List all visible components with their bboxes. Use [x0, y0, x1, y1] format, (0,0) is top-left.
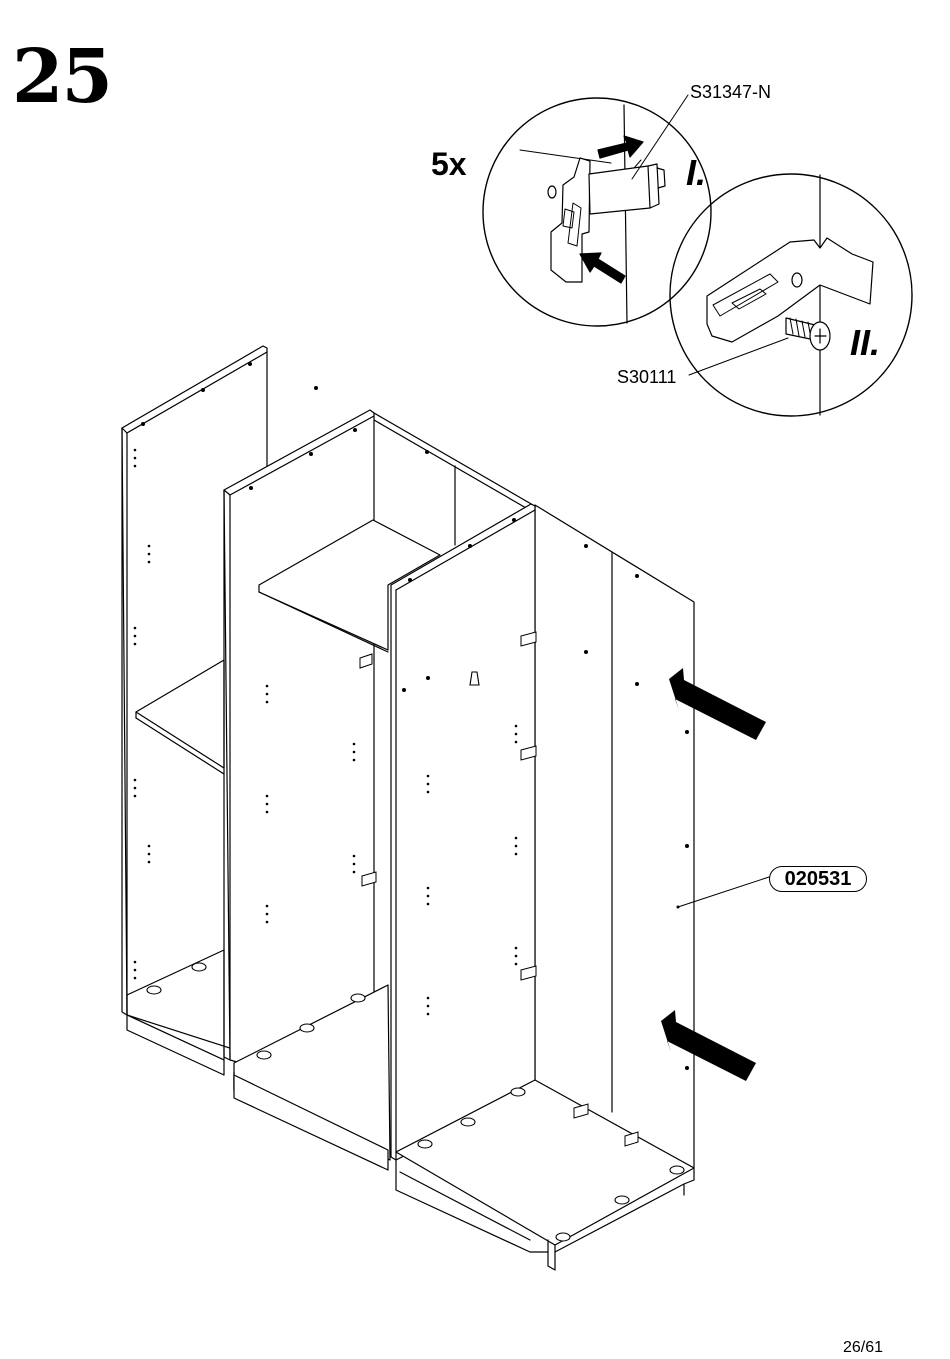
detail-circle-one: [483, 95, 711, 326]
detail-circle-two: [670, 174, 912, 416]
front-cabinet: [391, 504, 694, 1270]
